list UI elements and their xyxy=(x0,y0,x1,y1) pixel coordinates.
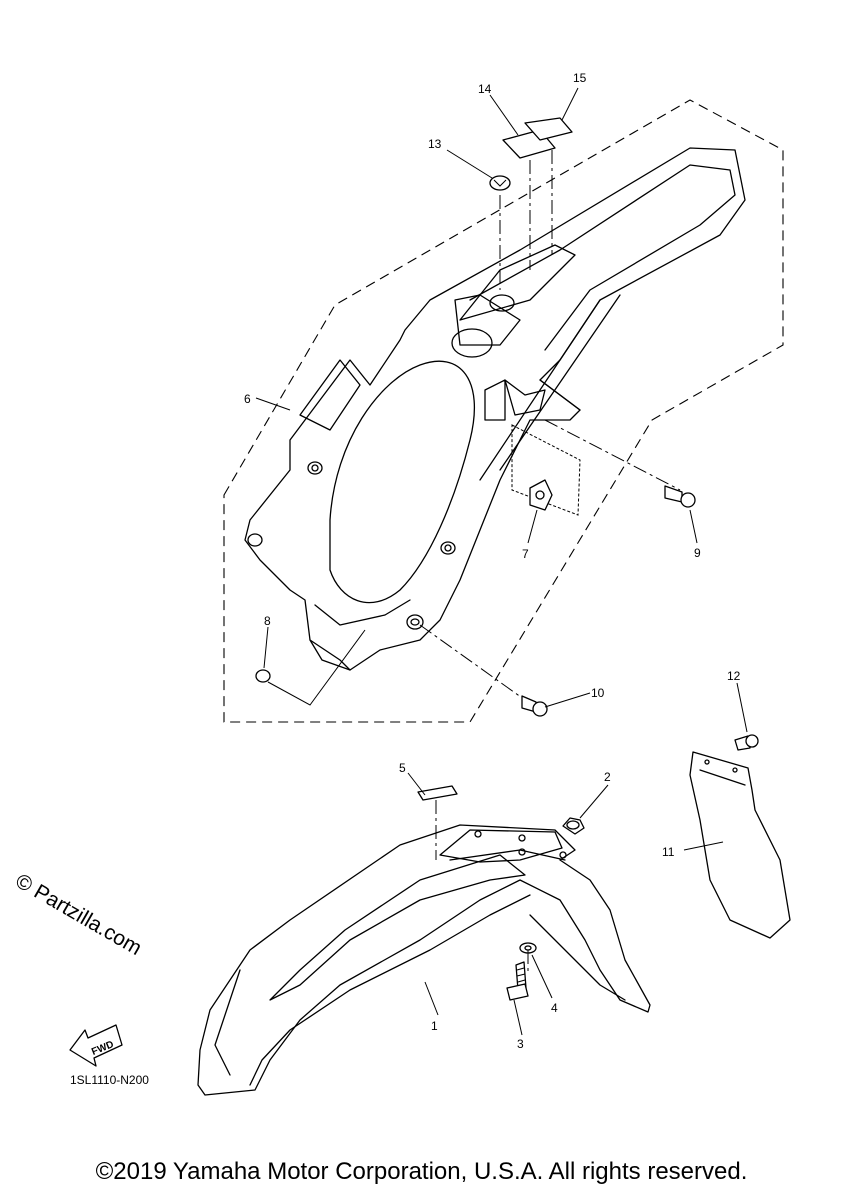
watermark-text: © Partzilla.com xyxy=(12,869,146,960)
rear-fender-group-boundary xyxy=(223,99,784,723)
fwd-arrow-icon: FWD xyxy=(69,1024,123,1067)
decal-5 xyxy=(417,785,458,860)
callout-14[interactable]: 14 xyxy=(478,82,492,96)
leader-lines xyxy=(255,87,748,1036)
callout-7[interactable]: 7 xyxy=(522,547,529,561)
emblem-13 xyxy=(489,175,511,290)
callout-4[interactable]: 4 xyxy=(551,1001,558,1015)
bolt-3 xyxy=(506,961,529,1001)
callout-10[interactable]: 10 xyxy=(591,686,605,700)
diagram-code: 1SL1110-N200 xyxy=(70,1073,149,1087)
bolt-10 xyxy=(419,624,548,717)
bolt-9 xyxy=(544,419,696,508)
callout-2[interactable]: 2 xyxy=(604,770,611,784)
callout-3[interactable]: 3 xyxy=(517,1037,524,1051)
callout-12[interactable]: 12 xyxy=(727,669,741,683)
callout-11[interactable]: 11 xyxy=(662,845,675,859)
callout-5[interactable]: 5 xyxy=(399,761,406,775)
rear-fender xyxy=(244,147,746,671)
callouts: 1 2 3 4 5 6 7 8 9 10 11 12 13 14 15 xyxy=(244,71,741,1051)
front-fender xyxy=(197,824,651,1096)
callout-9[interactable]: 9 xyxy=(694,546,701,560)
callout-1[interactable]: 1 xyxy=(431,1019,438,1033)
screw-12 xyxy=(734,734,759,751)
callout-6[interactable]: 6 xyxy=(244,392,251,406)
callout-13[interactable]: 13 xyxy=(428,137,442,151)
copyright-footer: ©2019 Yamaha Motor Corporation, U.S.A. A… xyxy=(95,1158,748,1185)
callout-15[interactable]: 15 xyxy=(573,71,587,85)
callout-8[interactable]: 8 xyxy=(264,614,271,628)
mud-guard xyxy=(689,751,791,939)
nut-plate xyxy=(511,424,581,516)
collar-2 xyxy=(562,817,585,835)
washer-4 xyxy=(519,942,537,975)
collar-8 xyxy=(255,629,366,706)
decal-14-15 xyxy=(502,117,573,270)
